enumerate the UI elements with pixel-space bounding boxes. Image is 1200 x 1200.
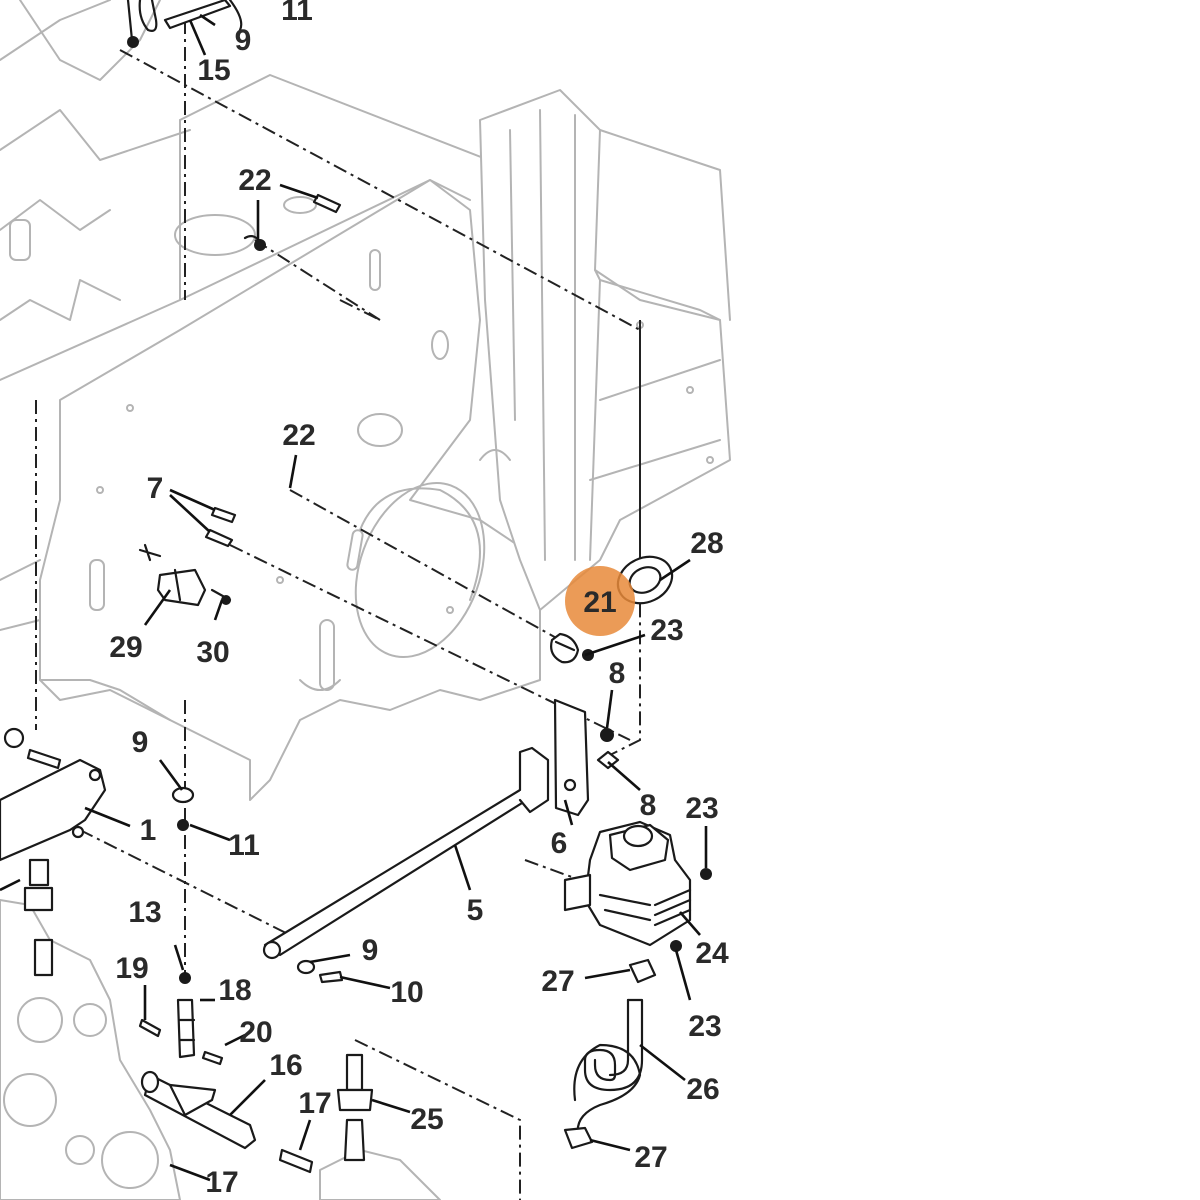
callout-8: 8 — [609, 657, 626, 690]
nut-8 — [596, 728, 620, 770]
callout-28: 28 — [690, 527, 723, 560]
bracket-6 — [553, 698, 590, 817]
shaft-left — [23, 858, 54, 977]
callout-9: 9 — [362, 934, 379, 967]
callout-9: 9 — [132, 726, 149, 759]
leader-lines — [0, 13, 708, 1182]
callout-16: 16 — [269, 1049, 302, 1082]
highlight-label: 21 — [583, 586, 616, 619]
callout-22: 22 — [238, 164, 271, 197]
bolts-7 — [204, 506, 237, 548]
fitting-25 — [336, 1053, 374, 1162]
callout-24: 24 — [695, 937, 729, 970]
callout-7: 7 — [147, 472, 164, 505]
screws-23-lower — [670, 868, 712, 952]
callout-17: 17 — [205, 1166, 238, 1199]
callout-15: 15 — [197, 54, 230, 87]
callout-18: 18 — [218, 974, 251, 1007]
bracket-29-30 — [138, 543, 232, 607]
callout-22: 22 — [282, 419, 315, 452]
lower-linkage-parts — [138, 972, 314, 1174]
callout-6: 6 — [551, 827, 568, 860]
top-hardware-parts — [126, 0, 243, 48]
callout-23: 23 — [688, 1010, 721, 1043]
callout-11: 11 — [228, 829, 260, 862]
callout-30: 30 — [196, 636, 229, 669]
callout-26: 26 — [686, 1073, 719, 1106]
rod-5 — [262, 746, 550, 960]
hardware-9-10 — [296, 959, 344, 984]
callout-13: 13 — [128, 896, 161, 929]
callout-8: 8 — [640, 789, 657, 822]
bolt-22-upper — [243, 193, 342, 251]
callout-23: 23 — [685, 792, 718, 825]
callout-23: 23 — [650, 614, 683, 647]
callout-5: 5 — [467, 894, 484, 927]
callout-29: 29 — [109, 631, 142, 664]
callout-11: 11 — [281, 0, 313, 27]
highlight-circle[interactable] — [565, 566, 635, 636]
lever-arm-1 — [0, 727, 107, 862]
bushing-21 — [550, 632, 580, 664]
callout-25: 25 — [410, 1103, 443, 1136]
callout-27: 27 — [634, 1141, 667, 1174]
callout-9: 9 — [235, 24, 252, 57]
callout-27: 27 — [541, 965, 574, 998]
hose-26 — [563, 958, 657, 1150]
callout-10: 10 — [390, 976, 423, 1009]
washers-9-11 — [171, 786, 195, 831]
callout-17: 17 — [298, 1087, 331, 1120]
callout-1: 1 — [140, 814, 157, 847]
highlight-marker-21[interactable]: 21 — [565, 566, 635, 636]
callout-19: 19 — [115, 952, 148, 985]
pump-24 — [563, 820, 692, 947]
callout-20: 20 — [239, 1016, 272, 1049]
